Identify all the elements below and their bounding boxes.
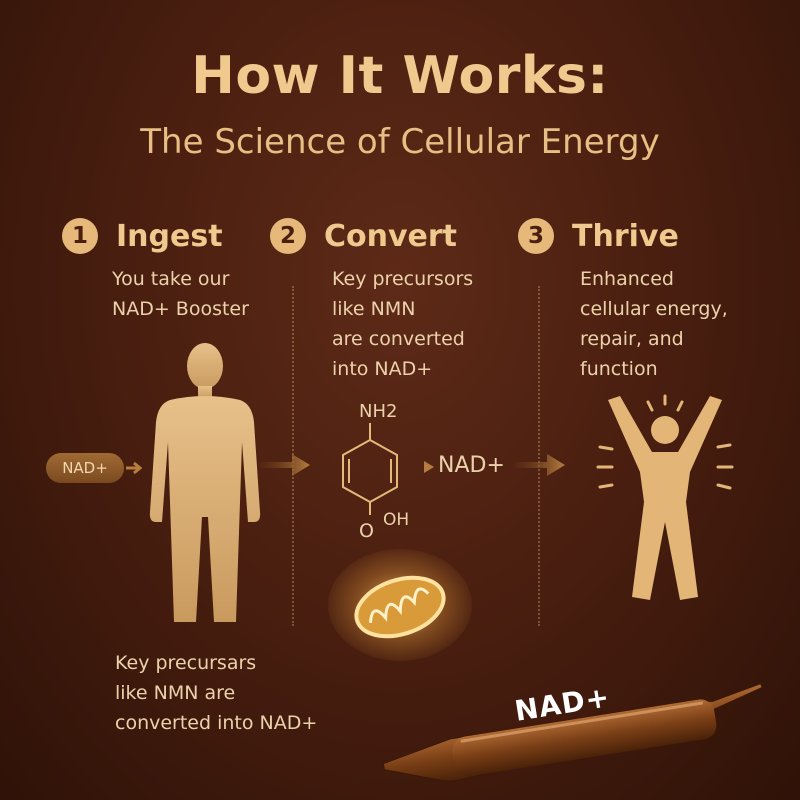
molecule-label-oh: OH [383,510,409,530]
step-1-desc-line: NAD+ Booster [112,298,249,320]
step-3-desc-line: function [580,358,658,380]
footer-text-line: like NMN are [115,682,236,704]
footer-text: Key precursars like NMN are converted in… [115,648,317,738]
step-3-title: Thrive [572,218,679,254]
nad-output-label: NAD+ [438,453,505,478]
step-3-description: Enhanced cellular energy, repair, and fu… [580,264,728,384]
human-silhouette-icon [149,343,261,622]
small-arrow-icon [424,461,434,473]
step-2-description: Key precursors like NMN are converted in… [332,264,473,384]
step-1-header: 1 Ingest [62,218,223,254]
energized-figure-icon [596,394,734,600]
step-3-desc-line: repair, and [580,328,684,350]
step-2-header: 2 Convert [270,218,457,254]
column-divider [538,286,540,626]
nad-input-pill: NAD+ [46,453,124,483]
ampoule-icon [382,683,763,782]
step-3-number: 3 [518,218,554,254]
step-1-number: 1 [62,218,98,254]
step-1-title: Ingest [116,218,223,254]
footer-text-line: Key precursars [115,652,257,674]
step-1-desc-line: You take our [112,268,230,290]
step-2-title: Convert [324,218,458,254]
step-3-header: 3 Thrive [518,218,679,254]
page-title: How It Works: [191,46,609,106]
flow-arrow-icon [260,454,310,476]
flow-arrow-icon [515,454,565,476]
molecule-label-nh2: NH2 [359,401,397,422]
step-2-desc-line: are converted [332,328,465,350]
step-2-desc-line: into NAD+ [332,358,433,380]
step-2-number: 2 [270,218,306,254]
molecule-structure-icon: NH2 O OH [342,401,409,542]
footer-text-line: converted into NAD+ [115,712,318,734]
step-2-desc-line: Key precursors [332,268,474,290]
step-3-desc-line: Enhanced [580,268,674,290]
step-2-desc-line: like NMN [332,298,416,320]
small-arrow-icon [126,461,143,475]
page-subtitle: The Science of Cellular Energy [140,122,660,162]
molecule-label-o: O [359,520,374,542]
step-3-desc-line: cellular energy, [580,298,728,320]
step-1-description: You take our NAD+ Booster [112,264,249,324]
mitochondrion-icon [328,549,472,661]
